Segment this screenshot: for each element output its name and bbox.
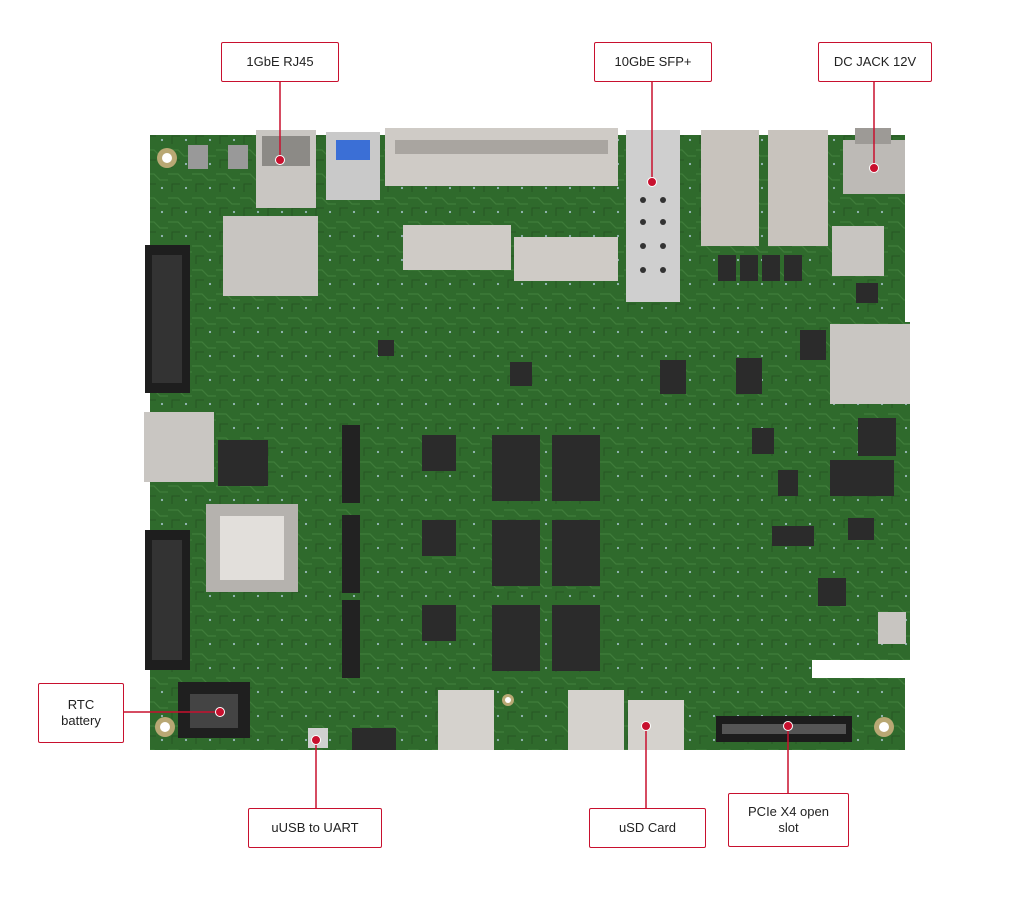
marker-rj45 <box>275 155 285 165</box>
mounting-holes <box>155 148 895 737</box>
small-chips <box>378 255 896 606</box>
marker-usd <box>641 721 651 731</box>
label-10gbe-sfp: 10GbE SFP+ <box>594 42 712 82</box>
marker-dcjack <box>869 163 879 173</box>
label-rtc-battery: RTC battery <box>38 683 124 743</box>
metal-shields <box>144 216 910 644</box>
marker-sfp <box>647 177 657 187</box>
label-pcie-slot: PCIe X4 open slot <box>728 793 849 847</box>
label-1gbe-rj45: 1GbE RJ45 <box>221 42 339 82</box>
label-usd-card: uSD Card <box>589 808 706 848</box>
marker-pcie <box>783 721 793 731</box>
memory-area <box>218 425 600 678</box>
side-connectors <box>145 245 190 670</box>
sfp-cage-holes <box>640 197 666 273</box>
marker-uart <box>311 735 321 745</box>
leader-lines <box>124 82 875 808</box>
top-connectors <box>188 128 905 302</box>
label-dc-jack: DC JACK 12V <box>818 42 932 82</box>
marker-rtc <box>215 707 225 717</box>
label-uusb-uart: uUSB to UART <box>248 808 382 848</box>
